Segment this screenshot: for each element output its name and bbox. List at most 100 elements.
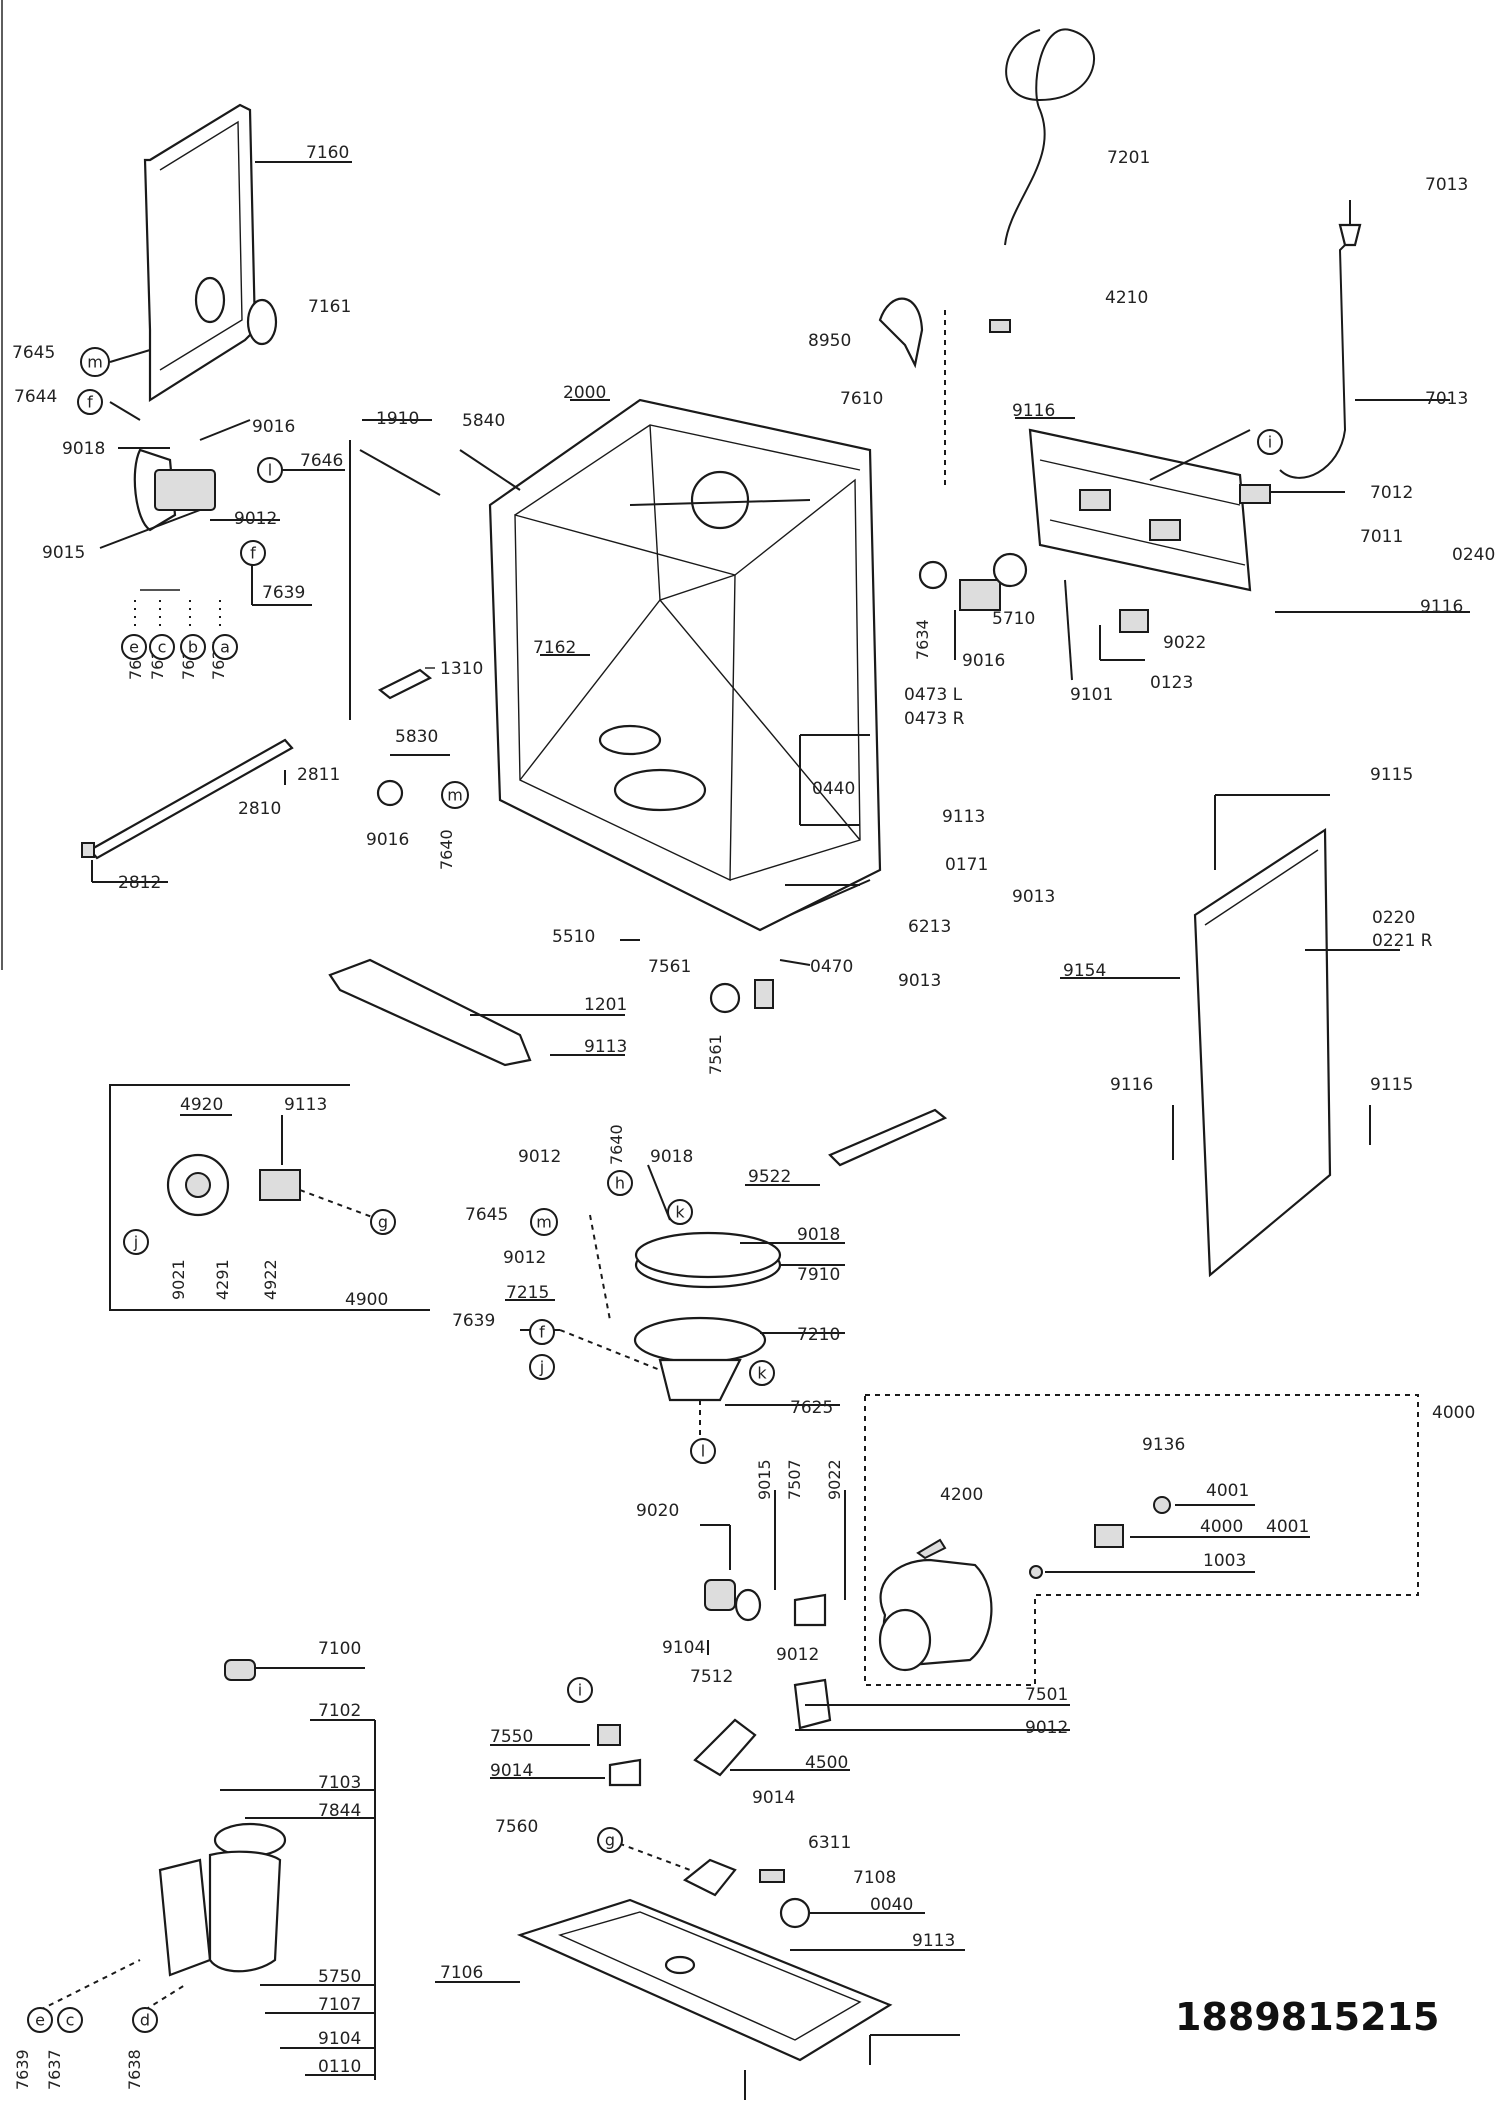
part-label: 2810 [238,799,281,819]
part-label: 9020 [636,1501,679,1521]
svg-text:k: k [675,1203,685,1222]
svg-text:e: e [129,638,139,657]
filter-ring-top [634,1231,782,1279]
part-label: 6213 [908,917,951,937]
callout: m [441,781,469,809]
part-label: 9113 [942,807,985,827]
clamp-8950 [878,297,924,369]
part-label: 2811 [297,765,340,785]
capacitor-4000 [1094,1524,1124,1548]
dash-z [609,1839,691,1871]
callout: j [123,1229,149,1255]
svg-text:c: c [158,638,167,657]
frame-9116 [1028,428,1252,592]
svg-text:f: f [87,393,93,412]
cable-7013 [1279,200,1351,479]
hinge-block [154,469,216,511]
switch-6311 [759,1869,785,1883]
frame-rail-a [1039,459,1241,506]
tub-floor-line [519,598,861,841]
dash-7639 [559,1329,661,1371]
knob-5830 [376,779,404,807]
part-label: 1310 [440,659,483,679]
part-label: 7100 [318,1639,361,1659]
sump-assembly [505,1108,948,1440]
clip-7561 [709,982,741,1014]
tub-2000 [488,398,882,932]
hose-assembly [490,1490,1070,1787]
part-label: 7646 [300,451,343,471]
part-label: 4000 [1432,1403,1475,1423]
part-label: 9022 [1163,633,1206,653]
part-label: 9014 [752,1788,795,1808]
valve-ring [992,552,1028,588]
svg-text:k: k [757,1364,767,1383]
leader-frame [1149,429,1251,481]
frame-tab-2 [1149,519,1181,541]
callout: k [749,1360,775,1386]
callout: g [370,1209,396,1235]
callout: i [1257,429,1283,455]
part-label: 1201 [584,995,627,1015]
part-label: 0110 [318,2057,361,2077]
part-label: 9015 [42,543,85,563]
part-label: 9016 [366,830,409,850]
box-frame-4900 [109,1084,430,1311]
sump-body [658,1358,742,1402]
panel-opening [194,276,226,324]
part-label: 7625 [790,1398,833,1418]
part-label: 9113 [912,1931,955,1951]
part-label: 7210 [797,1325,840,1345]
part-labels: 7160 7161 7645 7644 9018 9016 7646 9012 … [12,143,1495,2077]
part-label: 9101 [1070,685,1113,705]
part-label: 7561 [648,957,691,977]
part-label: 7645 [465,1205,508,1225]
pin-1310 [377,668,433,700]
door-top-strip [1204,849,1319,926]
part-label: 9014 [490,1761,533,1781]
part-label: 7108 [853,1868,896,1888]
part-label: 0470 [810,957,853,977]
callout: l [690,1438,716,1464]
part-label: 9115 [1370,765,1413,785]
part-label: 7013 [1425,175,1468,195]
part-label: 4001 [1266,1517,1309,1537]
callout: e [27,2007,53,2033]
part-label: 4900 [345,1290,388,1310]
part-label: 8950 [808,331,851,351]
side-panel-inner-edge [159,120,243,371]
side-panel-assembly [99,103,352,630]
svg-text:i: i [1268,433,1272,452]
part-label: 9116 [1012,401,1055,421]
svg-text:g: g [605,1831,615,1850]
leader-5840 [459,449,521,491]
part-label: 9015 [755,1459,774,1500]
part-label: 0171 [945,855,988,875]
part-label: 0123 [1150,673,1193,693]
part-label: 2812 [118,873,161,893]
part-label: 0473 L [904,685,963,705]
part-label: 5840 [462,411,505,431]
svg-text:i: i [578,1681,582,1700]
svg-text:h: h [615,1174,625,1193]
rail-assembly [81,419,450,883]
part-label: 7910 [797,1265,840,1285]
door-panel-0220 [1193,827,1332,1278]
part-label: 9116 [1420,597,1463,617]
vertical-part-label: 7637 [45,2049,64,2090]
base-assembly [435,1839,965,2100]
seal-ring-7161 [246,298,278,346]
upper-right-assembly [878,28,1470,681]
vertical-part-label: 4922 [261,1259,280,1300]
strip-diag [359,449,441,496]
part-label: 7106 [440,1963,483,1983]
part-label: 9116 [1110,1075,1153,1095]
part-label: 7644 [14,387,57,407]
part-label: 9013 [1012,887,1055,907]
spray-arm-hub [690,470,750,530]
coupling-4922 [259,1169,301,1201]
svg-text:a: a [220,638,230,657]
vertical-part-label: 7507 [785,1459,804,1500]
